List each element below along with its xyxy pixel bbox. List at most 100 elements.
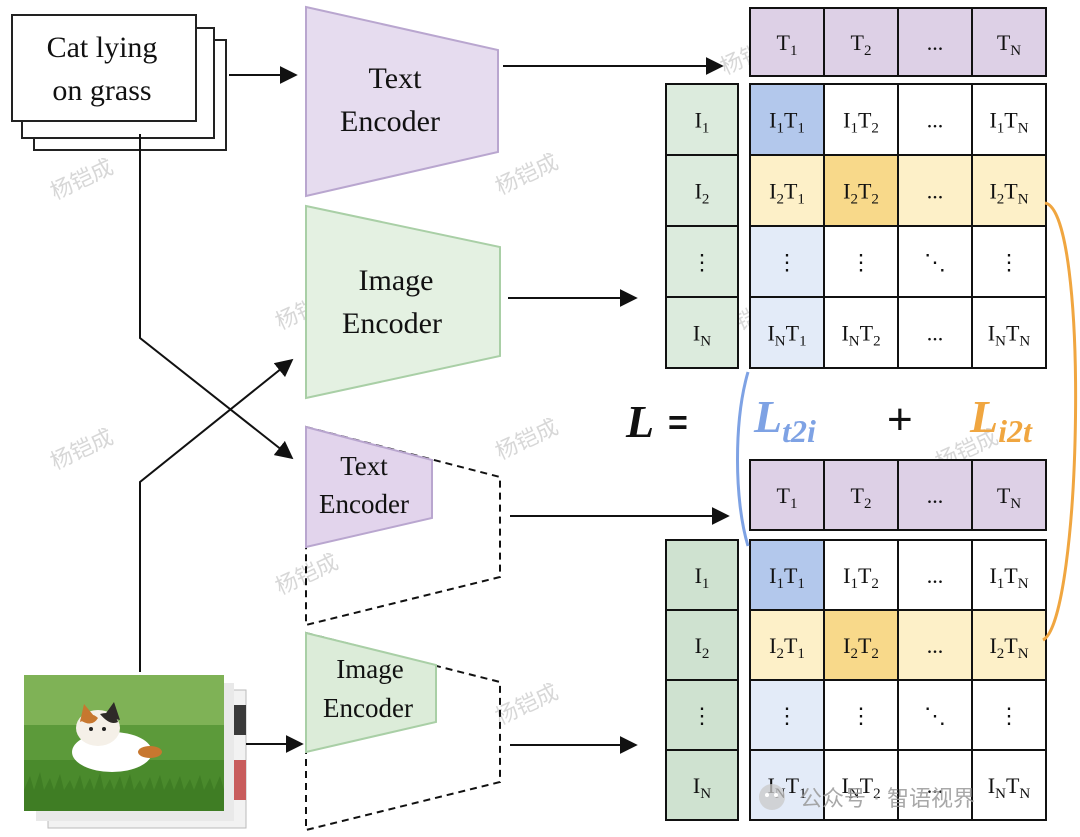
similarity-cell-label: ...: [927, 633, 944, 658]
image-header-label: ⋮: [691, 703, 713, 728]
image-header-cell: [665, 609, 739, 681]
similarity-cell: [749, 296, 825, 369]
watermark-text: 杨铠成: [492, 150, 562, 201]
text-header-label: TN: [997, 483, 1021, 512]
image-header-cell: [665, 154, 739, 227]
similarity-cell-label: ...: [927, 321, 944, 346]
similarity-cell-label: ...: [927, 773, 944, 798]
similarity-cell-label: ...: [927, 108, 944, 133]
loss-equation: L = Lt2i + Li2t: [625, 391, 1033, 449]
image-header-label: I1: [695, 108, 710, 137]
text-header-cell: [971, 7, 1047, 77]
footer-watermark-text: 公众号 · 智语视界: [800, 787, 975, 812]
image-encoder-top: Image Encoder: [305, 204, 501, 400]
image-encoder-bottom-line-2: Encoder: [323, 693, 413, 723]
similarity-cell-label: I2TN: [989, 633, 1028, 662]
similarity-cell: [971, 225, 1047, 298]
text-header-label: T2: [851, 30, 872, 59]
text-encoder-top: Text Encoder: [305, 5, 499, 198]
watermark-text: 杨铠成: [47, 425, 117, 476]
i2t-loss-bracket: [1042, 201, 1078, 642]
similarity-cell-label: ⋮: [850, 250, 872, 275]
similarity-cell-label: INT2: [841, 773, 880, 802]
similarity-cell-label: ⋮: [998, 703, 1020, 728]
similarity-cell-label: ⋮: [850, 703, 872, 728]
watermark-text: 杨铠成: [492, 415, 562, 466]
similarity-cell-label: I1T1: [769, 108, 805, 137]
image-encoder-top-line-2: Encoder: [342, 307, 442, 340]
similarity-cell-label: I1T1: [769, 563, 805, 592]
image-header-cell: [665, 749, 739, 821]
loss-plus: +: [887, 395, 913, 444]
similarity-cell: [823, 225, 899, 298]
wechat-icon: [759, 784, 785, 810]
similarity-cell: [971, 539, 1047, 611]
similarity-cell: [749, 154, 825, 227]
text-header-label: T1: [777, 30, 798, 59]
similarity-cell-label: I1TN: [989, 563, 1028, 592]
similarity-cell: [897, 679, 973, 751]
text-header-label: T1: [777, 483, 798, 512]
similarity-cell-label: I1T2: [843, 563, 879, 592]
similarity-cell: [971, 609, 1047, 681]
similarity-cell: [971, 83, 1047, 156]
similarity-cell-label: I2T1: [769, 179, 805, 208]
text-encoder-bottom-line-1: Text: [340, 451, 388, 481]
caption-line-1: Cat lying: [47, 31, 158, 64]
text-header-cell: [971, 459, 1047, 531]
loss-equals: =: [668, 404, 688, 442]
image-header-label: I2: [695, 179, 710, 208]
footer-watermark: 公众号 · 智语视界: [759, 784, 975, 812]
text-encoder-bottom: Text Encoder: [305, 425, 501, 627]
text-encoder-bottom-line-2: Encoder: [319, 489, 409, 519]
similarity-cell-label: INT2: [841, 321, 880, 350]
similarity-cell-label: INTN: [988, 773, 1031, 802]
loss-t2i-symbol: Lt2i: [753, 391, 816, 449]
image-stack: [24, 675, 247, 829]
similarity-cell: [897, 539, 973, 611]
image-header-label: IN: [693, 321, 711, 350]
similarity-cell-label: ⋮: [776, 250, 798, 275]
cat-photo: [24, 675, 224, 811]
similarity-cell: [749, 749, 825, 821]
caption-line-2: on grass: [52, 74, 151, 107]
image-encoder-bottom: Image Encoder: [305, 631, 501, 832]
text-header-label: ...: [927, 30, 944, 55]
watermark-text: 杨铠成: [47, 155, 117, 206]
similarity-cell-label: I2T1: [769, 633, 805, 662]
similarity-cell: [971, 749, 1047, 821]
image-header-label: ⋮: [691, 250, 713, 275]
similarity-cell: [823, 539, 899, 611]
caption-card-front: [11, 14, 197, 122]
similarity-cell: [749, 609, 825, 681]
watermark-text: 杨铠成: [272, 550, 342, 601]
similarity-cell: [971, 296, 1047, 369]
loss-lhs: L: [625, 396, 654, 447]
image-header-cell: [665, 679, 739, 751]
similarity-cell-label: I1T2: [843, 108, 879, 137]
similarity-cell-label: I2T2: [843, 633, 879, 662]
similarity-cell: [823, 296, 899, 369]
loss-i2t-symbol: Li2t: [969, 391, 1033, 449]
text-encoder-top-line-2: Encoder: [340, 105, 440, 138]
image-encoder-top-line-1: Image: [359, 264, 434, 297]
similarity-cell: [823, 679, 899, 751]
text-header-label: TN: [997, 30, 1021, 59]
similarity-cell-label: ⋱: [924, 250, 946, 275]
image-encoder-bottom-line-1: Image: [336, 654, 403, 684]
similarity-cell: [823, 609, 899, 681]
image-header-cell: [665, 539, 739, 611]
similarity-cell-label: INT1: [767, 321, 806, 350]
similarity-cell: [749, 83, 825, 156]
text-encoder-top-line-1: Text: [369, 62, 423, 95]
similarity-cell-label: ⋮: [998, 250, 1020, 275]
similarity-cell: [749, 539, 825, 611]
text-header-label: ...: [927, 483, 944, 508]
similarity-cell-label: I1TN: [989, 108, 1028, 137]
caption-to-text-encoder-2-arrow: [139, 134, 294, 460]
similarity-cell-label: ...: [927, 563, 944, 588]
watermark-text: 杨铠成: [492, 680, 562, 731]
similarity-cell: [971, 154, 1047, 227]
